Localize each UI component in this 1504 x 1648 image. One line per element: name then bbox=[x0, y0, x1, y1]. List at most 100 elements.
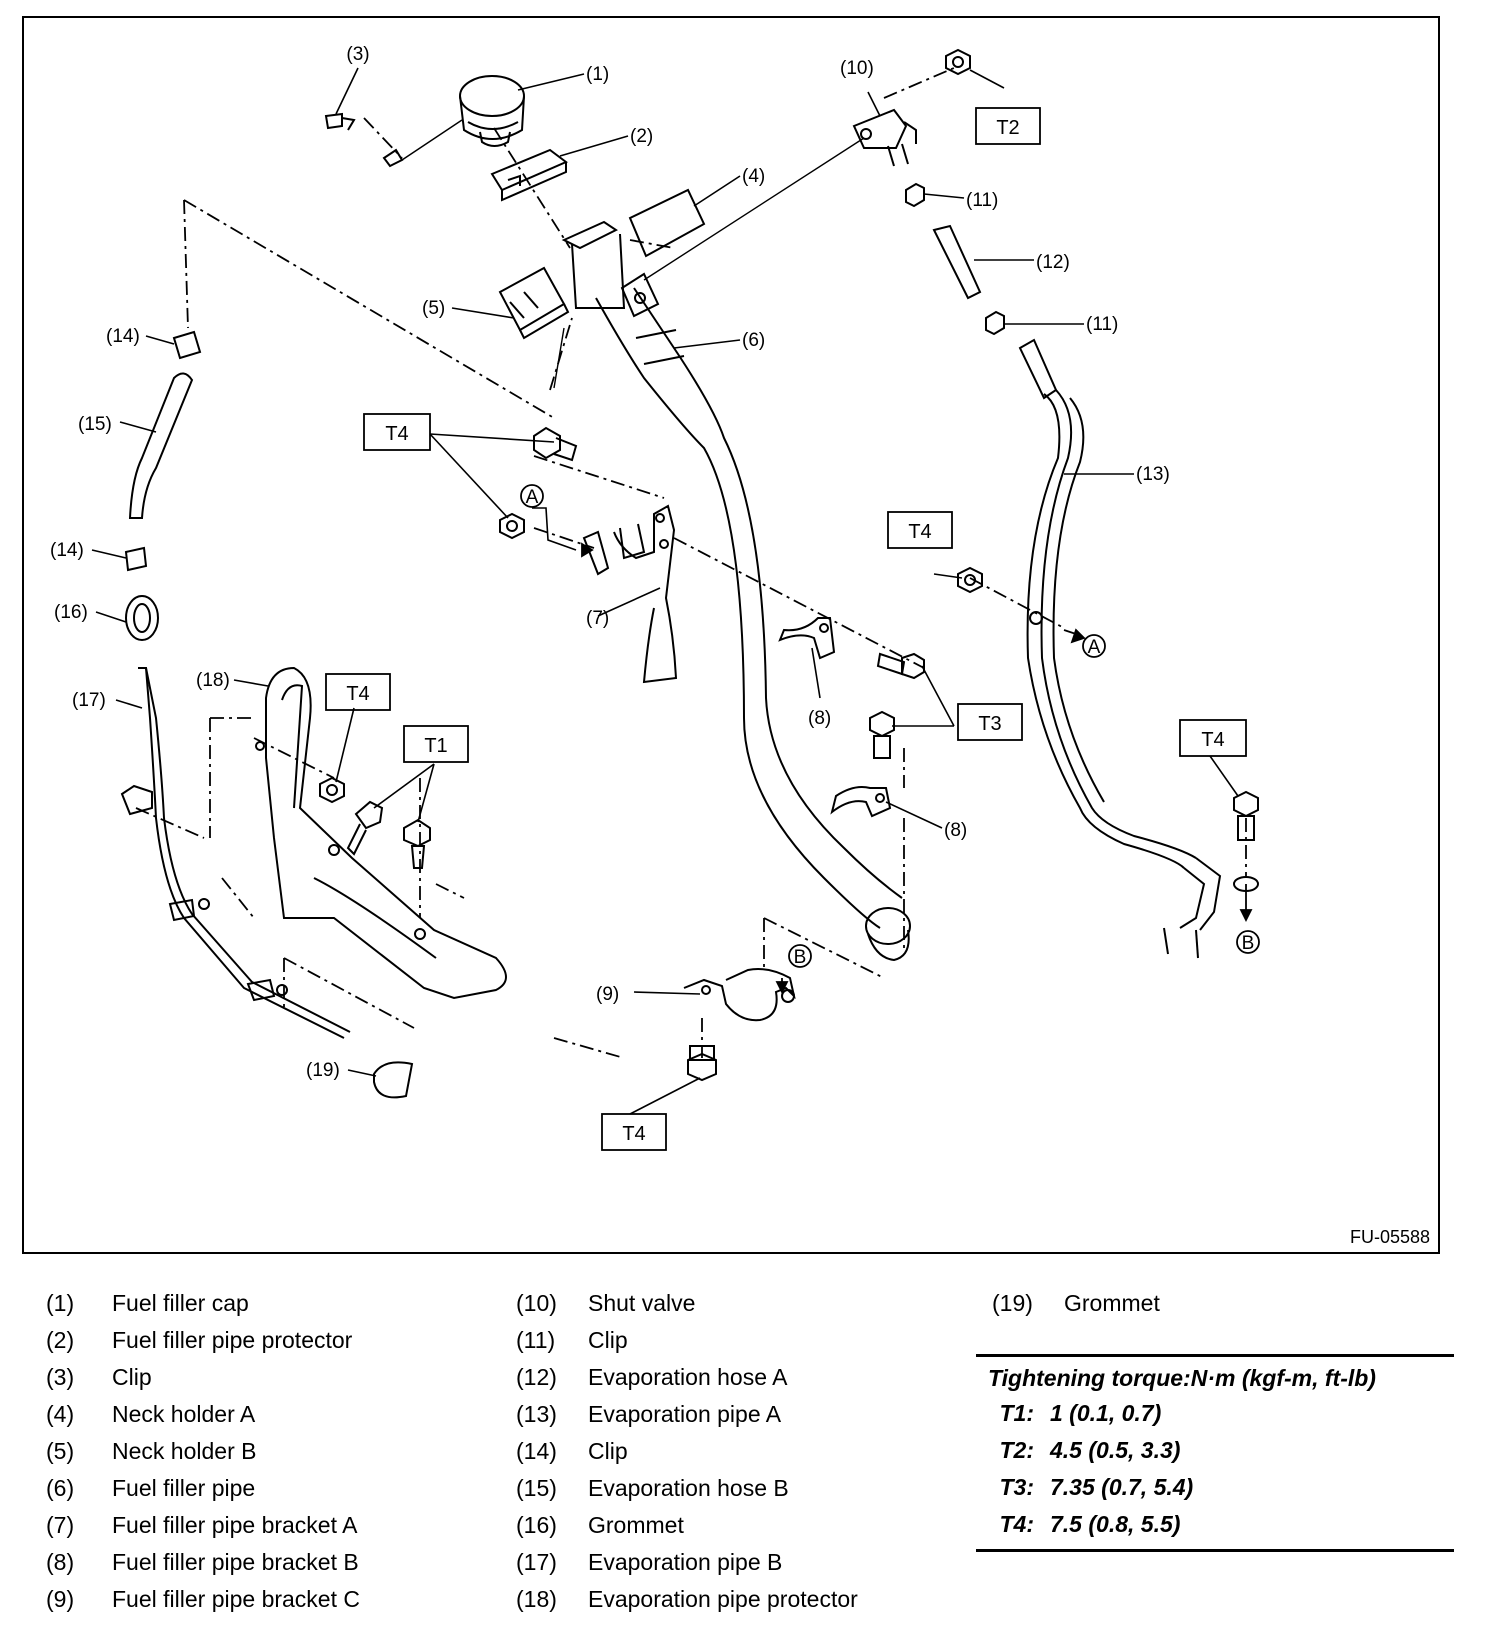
legend-part-name: Evaporation pipe A bbox=[588, 1401, 782, 1427]
fuel-filler-pipe bbox=[561, 220, 911, 962]
marker-a-upper-label: A bbox=[526, 487, 539, 508]
marker-b-center-label: B bbox=[794, 947, 807, 968]
t4-nut-upper-left bbox=[499, 512, 525, 540]
legend-number: (12) bbox=[516, 1364, 557, 1390]
callout-4: (4) bbox=[742, 166, 765, 187]
torque-tag-t1: T1 bbox=[403, 725, 469, 763]
legend-part-name: Grommet bbox=[1064, 1290, 1160, 1316]
fuel-filler-pipe-protector bbox=[490, 148, 568, 202]
diagram-frame: A A B B T2 T4 T4 T4 T1 T3 T4 T4 bbox=[22, 16, 1440, 1254]
t1-screw-angled bbox=[346, 800, 384, 856]
callout-8-lower: (8) bbox=[944, 820, 967, 841]
legend-item: (5) Neck holder B bbox=[46, 1433, 360, 1470]
exploded-parts-diagram: A A B B T2 T4 T4 T4 T1 T3 T4 T4 bbox=[50, 44, 1260, 1151]
legend-part-name: Fuel filler pipe bbox=[112, 1475, 256, 1501]
legend-number: (10) bbox=[516, 1290, 557, 1316]
marker-b-right: B bbox=[1236, 930, 1260, 954]
legend-item: (1)Fuel filler cap bbox=[46, 1285, 360, 1322]
evaporation-pipe-a bbox=[1018, 338, 1222, 959]
torque-tag-t4-bottom-text: T4 bbox=[622, 1123, 645, 1145]
legend-item: (16)Grommet bbox=[516, 1507, 858, 1544]
legend-item: (2) Fuel filler pipe protector bbox=[46, 1322, 360, 1359]
legend-item: (8)Fuel filler pipe bracket B bbox=[46, 1544, 360, 1581]
legend-number: (13) bbox=[516, 1401, 557, 1427]
t4-nut-left bbox=[319, 776, 345, 804]
legend-column-1: (1)Fuel filler cap (2) Fuel filler pipe pr… bbox=[46, 1285, 360, 1618]
torque-tag-t4-left: T4 bbox=[325, 673, 391, 711]
evaporation-hose-a bbox=[932, 224, 982, 300]
legend-item: (12)Evaporation hose A bbox=[516, 1359, 858, 1396]
legend-part-name: Fuel filler pipe protector bbox=[112, 1327, 353, 1353]
legend-number: (2) bbox=[46, 1327, 75, 1353]
fuel-filler-pipe-bracket-b-lower bbox=[830, 786, 892, 818]
callout-16: (16) bbox=[54, 602, 88, 623]
torque-value: 7.35 (0.7, 5.4) bbox=[1050, 1474, 1194, 1500]
clip-upper bbox=[905, 182, 925, 208]
torque-tag-t2-text: T2 bbox=[996, 117, 1019, 139]
torque-tag-t4-right-text: T4 bbox=[1201, 729, 1224, 751]
callout-18: (18) bbox=[196, 670, 230, 691]
legend-number: (14) bbox=[516, 1438, 557, 1464]
legend-item: (6) Fuel filler pipe bbox=[46, 1470, 360, 1507]
torque-tag-t3: T3 bbox=[957, 703, 1023, 741]
marker-b-right-label: B bbox=[1242, 933, 1255, 954]
callout-8-upper: (8) bbox=[808, 708, 831, 729]
legend-column-3: (19) Grommet bbox=[992, 1285, 1160, 1322]
connection-arrows bbox=[581, 542, 1253, 995]
tightening-torque-table: Tightening torque:N·m (kgf-m, ft-lb) T1:… bbox=[976, 1354, 1454, 1552]
neck-holder-a bbox=[628, 188, 706, 258]
t3-bolt-lower bbox=[869, 710, 895, 759]
torque-tag-t4-mid-right: T4 bbox=[887, 511, 953, 549]
legend-number: (6) bbox=[46, 1475, 75, 1501]
callout-11-lower: (11) bbox=[1086, 314, 1118, 335]
callout-2: (2) bbox=[630, 126, 653, 147]
marker-a-right: A bbox=[1082, 634, 1106, 658]
t4-nut-mid-right bbox=[957, 566, 983, 594]
legend-column-2: (10)Shut valve(11)Clip(12)Evaporation ho… bbox=[516, 1285, 858, 1618]
legend-number: (7) bbox=[46, 1512, 75, 1538]
cap-tether-clip bbox=[324, 112, 463, 168]
legend-part-name: Evaporation pipe protector bbox=[588, 1586, 858, 1612]
legend-number: (9) bbox=[46, 1586, 75, 1612]
legend-number: (19) bbox=[992, 1290, 1033, 1316]
legend-item: (17)Evaporation pipe B bbox=[516, 1544, 858, 1581]
t4-bolt-upper bbox=[533, 426, 578, 462]
grommet-upper-left bbox=[125, 595, 159, 641]
legend-item: (15)Evaporation hose B bbox=[516, 1470, 858, 1507]
torque-id: T1: bbox=[999, 1400, 1035, 1426]
fuel-filler-pipe-bracket-a bbox=[582, 504, 678, 684]
assembly-guide-lines bbox=[135, 67, 1247, 1059]
figure-code: FU-05588 bbox=[1349, 1227, 1430, 1247]
legend-part-name: Evaporation pipe B bbox=[588, 1549, 783, 1575]
torque-row: T1:1 (0.1, 0.7) bbox=[976, 1395, 1454, 1432]
torque-tag-t4-left-text: T4 bbox=[346, 683, 369, 705]
legend-part-name: Neck holder B bbox=[112, 1438, 257, 1464]
legend-number: (8) bbox=[46, 1549, 75, 1575]
marker-a-upper: A bbox=[520, 484, 544, 508]
legend-number: (3) bbox=[46, 1364, 75, 1390]
legend-item: (7)Fuel filler pipe bracket A bbox=[46, 1507, 360, 1544]
t2-nut bbox=[945, 48, 971, 76]
torque-id: T4: bbox=[999, 1511, 1035, 1537]
legend-item: (19) Grommet bbox=[992, 1285, 1160, 1322]
callout-labels: (3) (1) (2) (4) (5) (6) (7) (8) (8) (9) … bbox=[50, 44, 1170, 1081]
t4-bolt-right bbox=[1233, 790, 1259, 892]
legend-part-name: Shut valve bbox=[588, 1290, 696, 1316]
neck-holder-b bbox=[498, 266, 570, 340]
torque-id: T3: bbox=[999, 1474, 1035, 1500]
torque-tag-t4-bottom: T4 bbox=[601, 1113, 667, 1151]
legend-number: (4) bbox=[46, 1401, 75, 1427]
callout-15: (15) bbox=[78, 414, 112, 435]
torque-value: 4.5 (0.5, 3.3) bbox=[1050, 1437, 1181, 1463]
torque-value: 7.5 (0.8, 5.5) bbox=[1050, 1511, 1181, 1537]
legend-number: (18) bbox=[516, 1586, 557, 1612]
legend-part-name: Fuel filler pipe bracket C bbox=[112, 1586, 360, 1612]
legend-number: (5) bbox=[46, 1438, 75, 1464]
torque-tag-t4-upper: T4 bbox=[363, 413, 431, 451]
torque-row: T3: 7.35 (0.7, 5.4) bbox=[976, 1469, 1454, 1506]
legend-item: (14)Clip bbox=[516, 1433, 858, 1470]
torque-tag-t4-upper-text: T4 bbox=[385, 423, 408, 445]
legend-part-name: Evaporation hose B bbox=[588, 1475, 789, 1501]
legend-number: (16) bbox=[516, 1512, 557, 1538]
fuel-filler-pipe-bracket-c bbox=[683, 968, 796, 1022]
